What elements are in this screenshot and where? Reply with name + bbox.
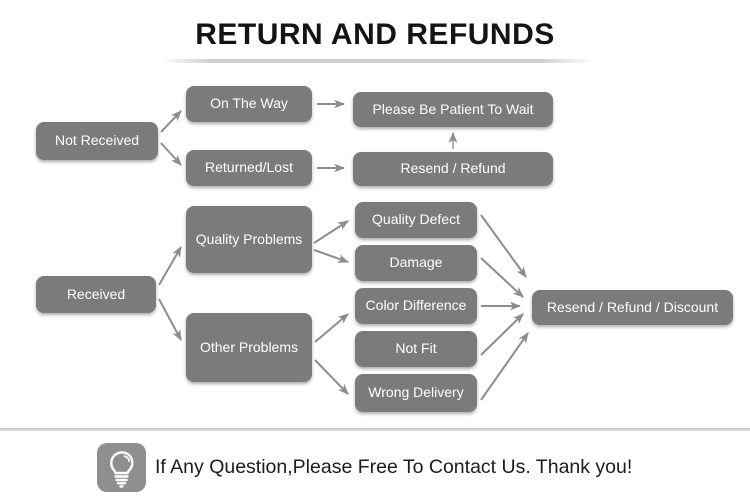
arrow-not-fit-to-discount [480, 313, 524, 356]
flow-node-color-difference: Color Difference [355, 288, 477, 324]
footer-divider [0, 428, 750, 431]
arrow-quality-problems-to-damage [313, 249, 350, 263]
flow-node-please-wait: Please Be Patient To Wait [353, 92, 553, 127]
page-title: RETURN AND REFUNDS [195, 18, 555, 51]
arrow-not-received-to-returned-lost [160, 142, 182, 166]
arrow-received-to-quality-problems [158, 246, 182, 286]
arrow-quality-problems-to-quality-defect [313, 220, 349, 244]
arrow-wrong-delivery-to-discount [480, 332, 529, 401]
flow-node-on-the-way: On The Way [186, 86, 312, 122]
lightbulb-icon [97, 442, 146, 492]
arrow-damage-to-discount [480, 257, 524, 298]
flow-node-wrong-delivery: Wrong Delivery [355, 374, 477, 412]
flow-node-resend-refund-discount: Resend / Refund / Discount [532, 290, 733, 325]
arrow-not-received-to-on-the-way [160, 110, 182, 133]
footer-note: If Any Question,Please Free To Contact U… [97, 441, 632, 493]
flow-node-other-problems: Other Problems [186, 313, 312, 382]
arrow-other-problems-to-color-difference [314, 313, 349, 343]
footer-message: If Any Question,Please Free To Contact U… [155, 455, 633, 478]
title-underline [160, 59, 593, 63]
arrow-other-problems-to-wrong-delivery [314, 359, 349, 395]
flow-node-not-received: Not Received [36, 122, 158, 160]
flow-node-resend-refund: Resend / Refund [353, 152, 553, 186]
arrow-received-to-other-problems [158, 298, 182, 341]
flow-node-damage: Damage [355, 245, 477, 281]
flow-node-quality-problems: Quality Problems [186, 206, 312, 273]
flow-node-returned-lost: Returned/Lost [186, 150, 312, 186]
flow-node-not-fit: Not Fit [355, 331, 477, 367]
arrow-quality-defect-to-discount [480, 214, 527, 278]
flow-node-quality-defect: Quality Defect [355, 202, 477, 238]
flow-node-received: Received [36, 276, 156, 313]
